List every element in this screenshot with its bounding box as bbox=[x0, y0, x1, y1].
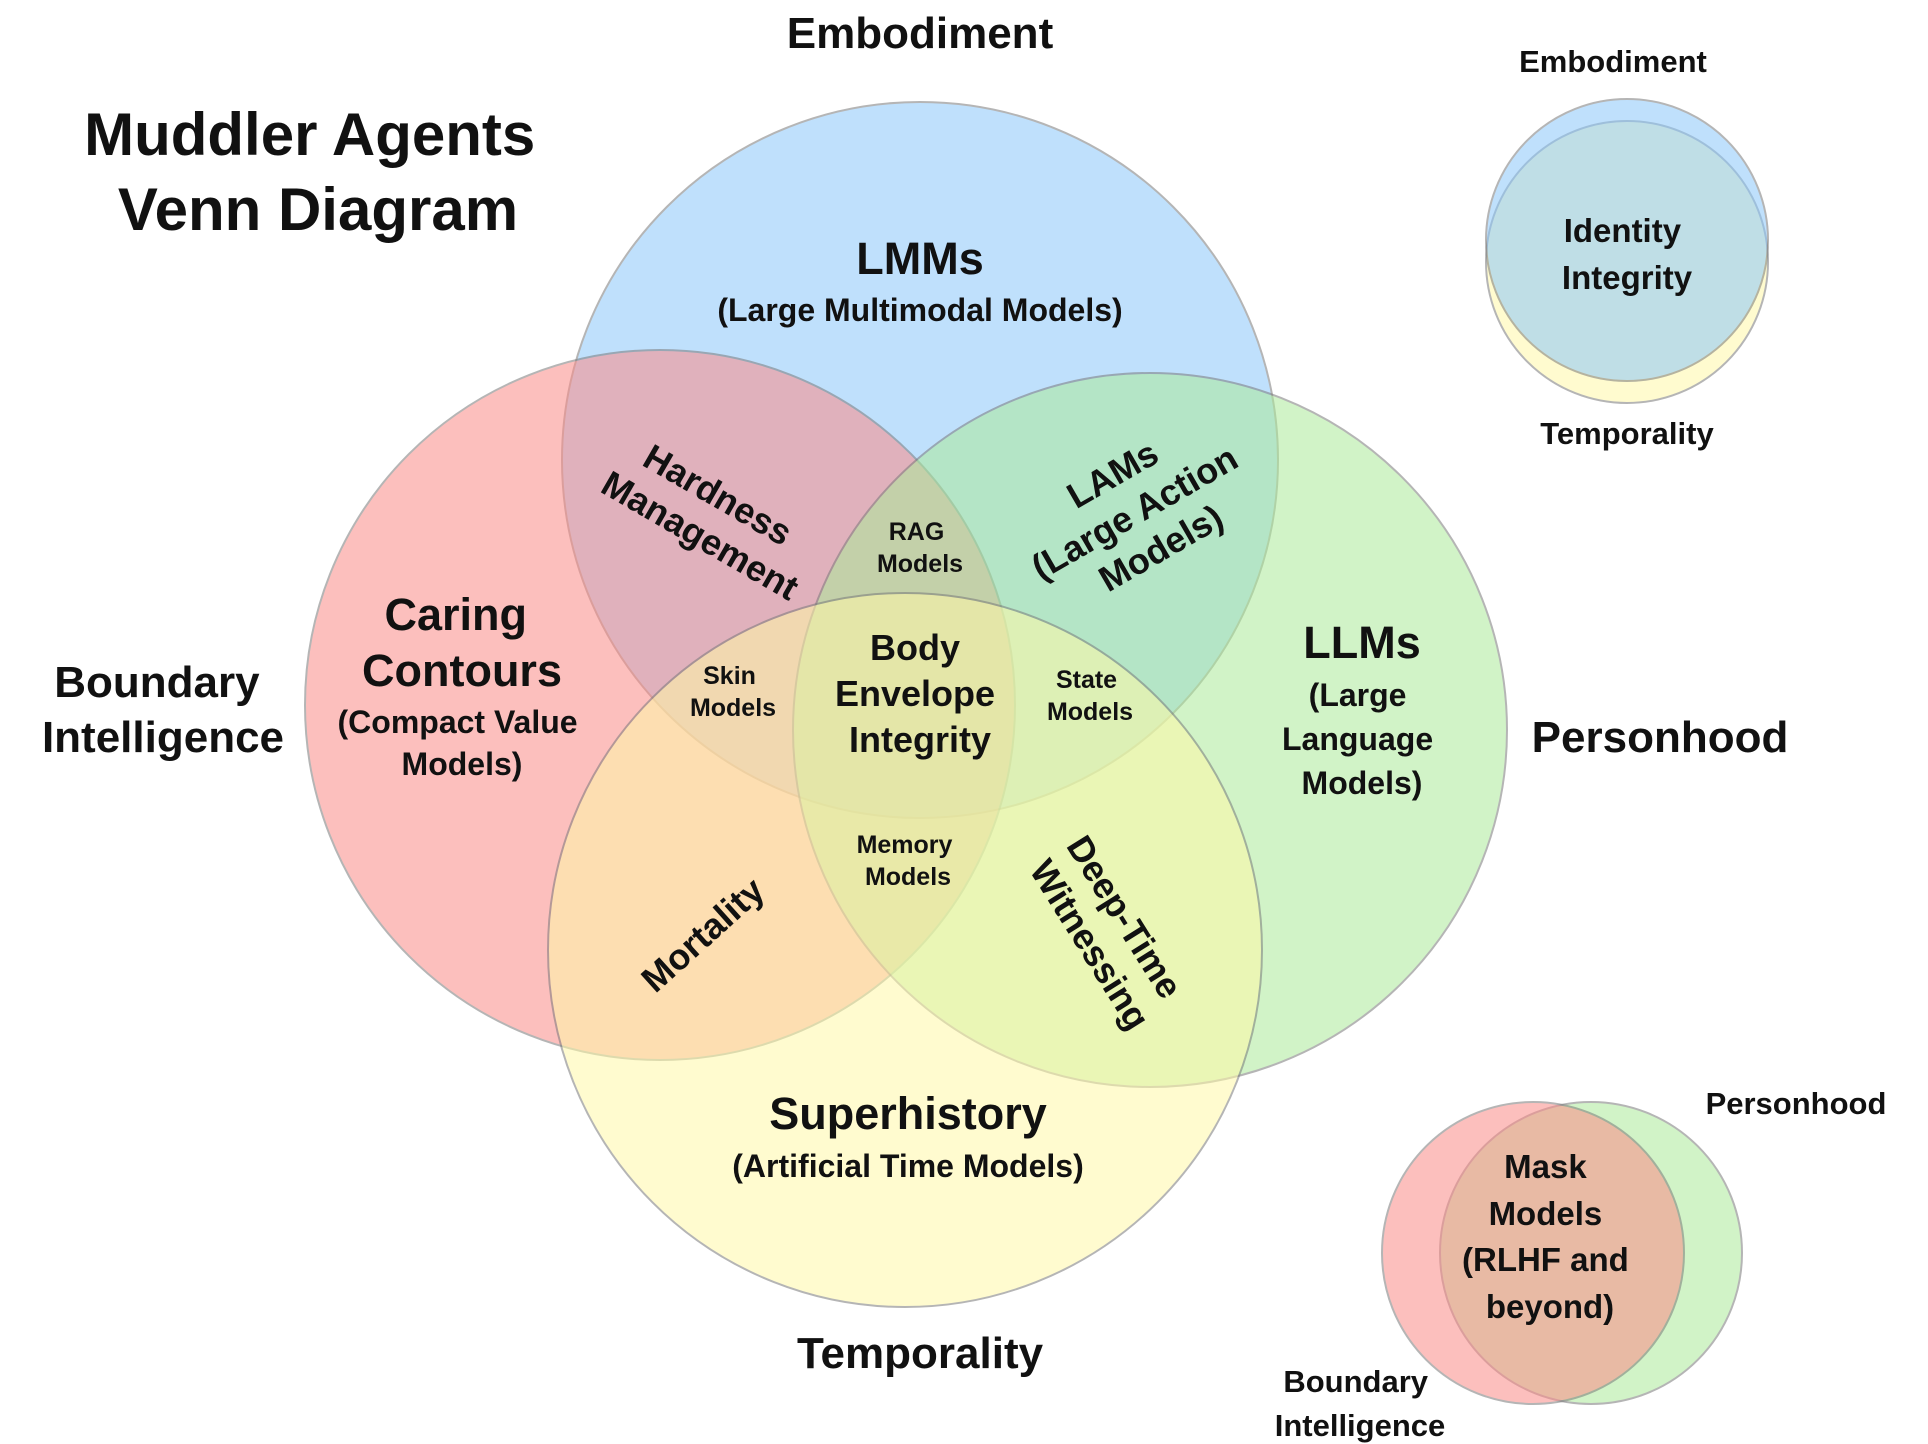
temporality-circle bbox=[547, 592, 1263, 1308]
region-superhistory: Superhistory bbox=[769, 1088, 1047, 1139]
region-lmms: LMMs bbox=[856, 233, 984, 284]
diagram-title: Muddler Agents Venn Diagram bbox=[84, 101, 552, 243]
inset-identity-integrity: Embodiment Temporality Identity Integrit… bbox=[1485, 44, 1769, 451]
region-skin-models: Skin Models bbox=[690, 662, 776, 722]
inset-embodiment-circle bbox=[1485, 98, 1769, 382]
region-memory-models: Memory Models bbox=[857, 831, 960, 891]
region-superhistory-sub: (Artificial Time Models) bbox=[732, 1148, 1083, 1184]
region-caring-contours-sub: (Compact Value Models) bbox=[338, 704, 587, 782]
inset-mask-models-label: Mask Models (RLHF and beyond) bbox=[1462, 1148, 1638, 1325]
region-lmms-sub: (Large Multimodal Models) bbox=[717, 292, 1122, 328]
inset-identity-integrity-label: Identity Integrity bbox=[1562, 212, 1693, 296]
inset-label-personhood: Personhood bbox=[1706, 1086, 1887, 1121]
region-state-models: State Models bbox=[1047, 666, 1133, 726]
set-label-personhood: Personhood bbox=[1532, 713, 1789, 762]
region-llms: LLMs bbox=[1303, 617, 1421, 668]
inset-label-boundary-intelligence: Boundary Intelligence bbox=[1275, 1364, 1446, 1443]
inset-label-temporality: Temporality bbox=[1540, 416, 1714, 451]
region-llms-sub: (Large Language Models) bbox=[1282, 677, 1442, 801]
set-label-boundary-intelligence: Boundary Intelligence bbox=[42, 658, 284, 762]
inset-mask-models: Personhood Boundary Intelligence Mask Mo… bbox=[1275, 1086, 1887, 1443]
set-label-temporality: Temporality bbox=[797, 1329, 1044, 1378]
inset-label-embodiment: Embodiment bbox=[1519, 44, 1707, 79]
region-caring-contours: Caring Contours bbox=[362, 589, 562, 696]
inset-boundary-circle bbox=[1381, 1101, 1685, 1405]
region-body-envelope-integrity: Body Envelope Integrity bbox=[835, 627, 1005, 760]
region-rag-models: RAG Models bbox=[877, 518, 963, 578]
set-label-embodiment: Embodiment bbox=[787, 9, 1054, 58]
